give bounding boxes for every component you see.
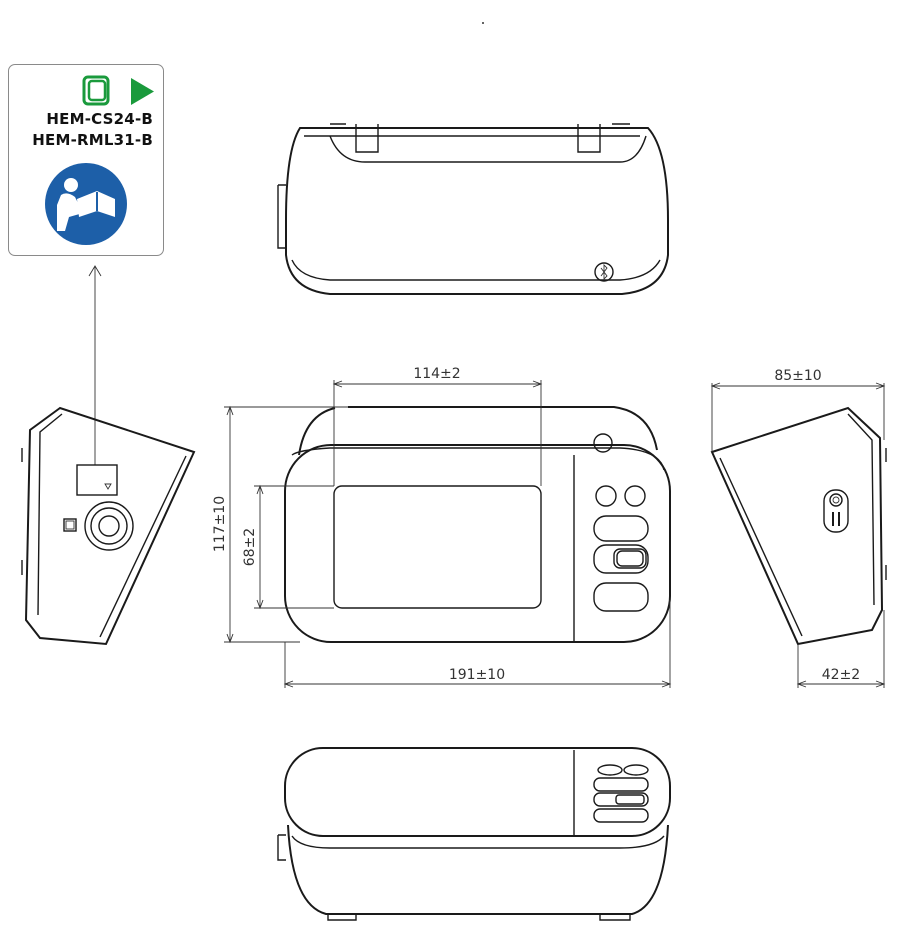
front-view xyxy=(284,406,671,643)
play-arrow-icon xyxy=(131,78,154,105)
dim-overall-depth-text: 85±10 xyxy=(774,368,821,384)
top-view xyxy=(277,123,669,295)
dim-display-width-text: 114±2 xyxy=(413,366,460,382)
cuff-connect-icon xyxy=(82,75,110,106)
model-number-1: HEM-CS24-B xyxy=(46,110,153,128)
model-number-2: HEM-RML31-B xyxy=(32,131,153,149)
bluetooth-icon xyxy=(594,262,614,282)
label-graphics xyxy=(45,75,154,245)
read-manual-icon xyxy=(45,163,127,245)
button-3 xyxy=(593,515,649,542)
dimension-base-depth: 42±2 xyxy=(796,610,886,688)
button-2 xyxy=(624,485,646,507)
bottom-view xyxy=(277,747,671,921)
dimension-display-width: 114±2 xyxy=(332,366,543,486)
lcd-screen xyxy=(333,485,542,609)
dimension-display-height: 68±2 xyxy=(242,484,334,610)
product-label-card: HEM-CS24-B HEM-RML31-B xyxy=(8,64,164,256)
dim-overall-width-text: 191±10 xyxy=(449,667,505,683)
right-side-view xyxy=(710,406,887,646)
label-leader-arrow xyxy=(88,265,102,465)
dimension-overall-depth: 85±10 xyxy=(710,368,886,452)
dim-base-depth-text: 42±2 xyxy=(822,667,860,683)
button-1 xyxy=(595,485,617,507)
start-button xyxy=(593,582,649,612)
dimension-overall-height: 117±10 xyxy=(212,405,348,644)
dimension-overall-width: 191±10 xyxy=(283,600,672,688)
air-jack xyxy=(84,501,134,551)
label-area xyxy=(76,464,118,496)
start-switch xyxy=(593,544,649,574)
dim-display-height-text: 68±2 xyxy=(242,528,258,566)
left-side-view xyxy=(21,406,196,646)
dim-overall-height-text: 117±10 xyxy=(212,496,228,552)
usb-port xyxy=(823,489,849,533)
